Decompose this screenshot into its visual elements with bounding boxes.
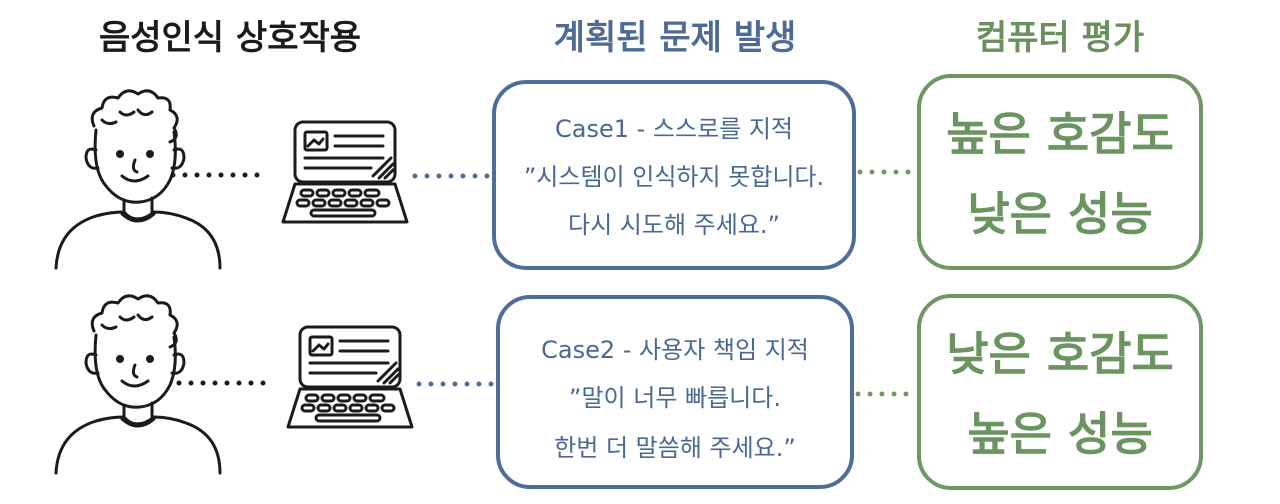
eval1-line2: 낮은 성능 [967,187,1153,241]
connector-laptop-case [416,381,496,387]
eval2-line2: 높은 성능 [967,407,1153,461]
case2-box: Case2 - 사용자 책임 지적 ”말이 너무 빠릅니다. 한번 더 말씀해 … [496,295,854,489]
eval2-line1: 낮은 호감도 [946,327,1174,381]
eval1-line1: 높은 호감도 [946,107,1174,161]
case1-title: Case1 - 스스로를 지적 [554,115,794,143]
case1-quote-line1: ”시스템이 인식하지 못합니다. [523,163,825,191]
connector-case-eval [854,391,918,397]
laptop-icon [280,323,420,433]
connector-person-laptop [176,380,276,386]
connector-person-laptop [170,172,270,178]
planned-problem-header: 계획된 문제 발생 [553,18,797,58]
computer-eval-header: 컴퓨터 평가 [975,18,1145,58]
eval2-box: 낮은 호감도 높은 성능 [917,294,1203,490]
interaction-header: 음성인식 상호작용 [98,18,362,58]
connector-case-eval [856,169,918,175]
case2-quote-line2: 한번 더 말씀해 주세요.” [554,434,796,462]
laptop-icon [275,118,415,228]
case2-quote-line1: ”말이 너무 빠릅니다. [569,384,781,412]
person-icon [50,285,230,475]
eval1-box: 높은 호감도 낮은 성능 [917,74,1203,270]
person-icon [50,80,230,270]
case2-title: Case2 - 사용자 책임 지적 [541,336,809,364]
connector-laptop-case [412,173,492,179]
case1-quote-line2: 다시 시도해 주세요.” [568,211,780,239]
case1-box: Case1 - 스스로를 지적 ”시스템이 인식하지 못합니다. 다시 시도해 … [492,80,856,270]
